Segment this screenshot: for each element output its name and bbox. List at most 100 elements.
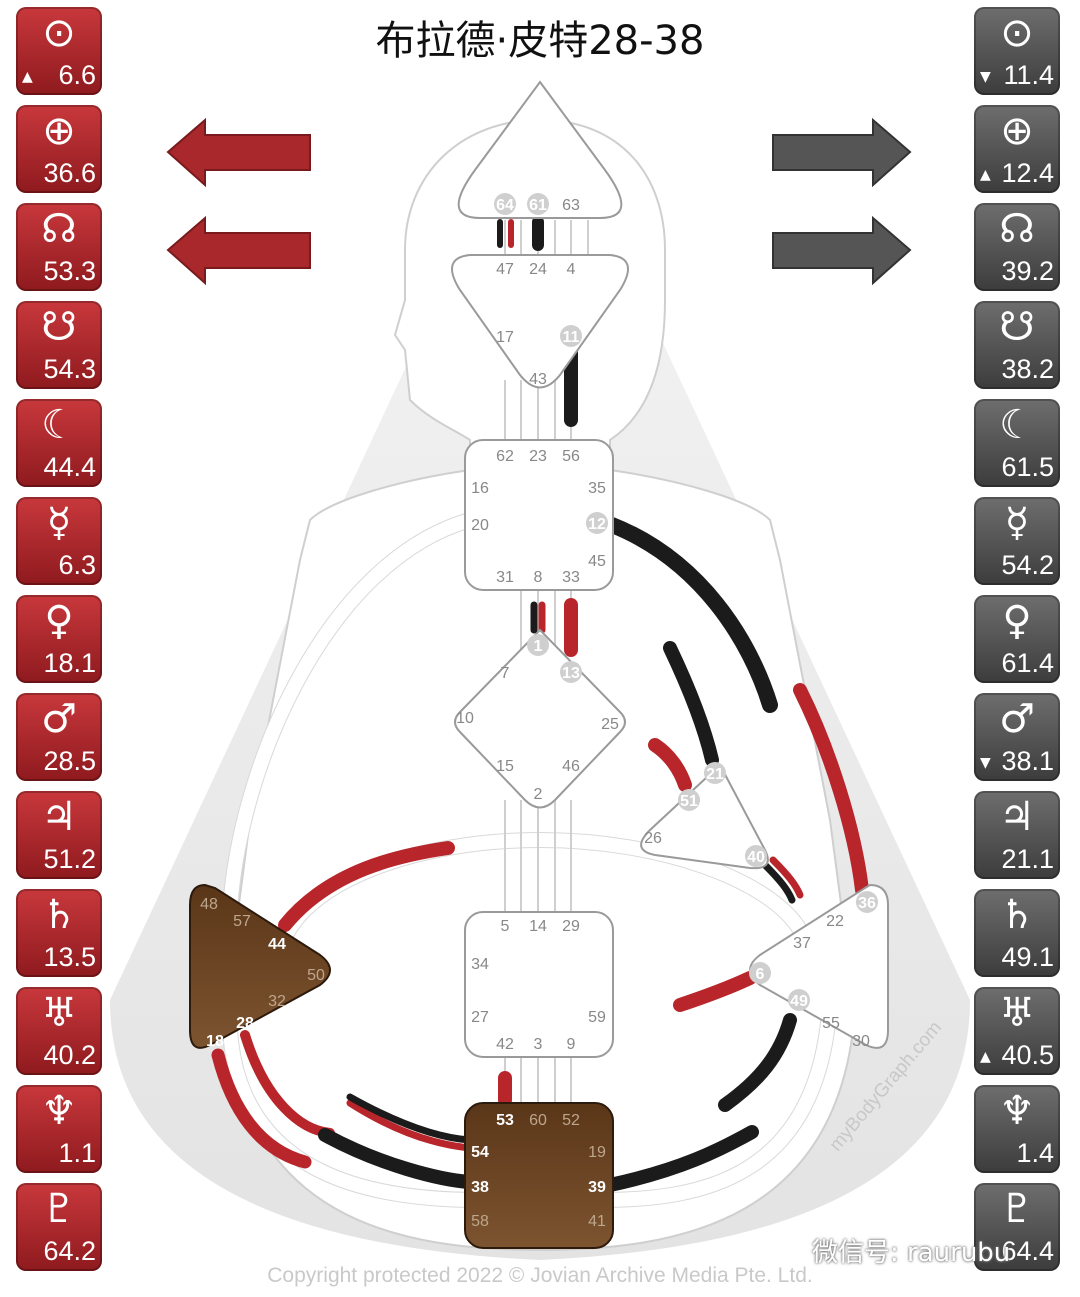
- neptune-icon: ♆: [41, 1088, 77, 1134]
- gate-54: 54: [471, 1144, 489, 1161]
- gate-37: 37: [793, 935, 811, 952]
- gate-8: 8: [534, 569, 543, 586]
- gate-42: 42: [496, 1036, 514, 1053]
- gate-11: 11: [563, 329, 580, 346]
- design-value: 1.1: [58, 1138, 96, 1168]
- uranus-icon: ♅: [41, 990, 77, 1036]
- arrow-up-icon: ▲: [980, 167, 991, 183]
- sacral-center: [464, 911, 614, 1058]
- gate-2: 2: [534, 786, 543, 803]
- channel-54-32-red: [346, 1099, 474, 1152]
- gate-61: 61: [529, 197, 547, 214]
- g-center: [454, 628, 626, 809]
- design-value: 28.5: [43, 746, 96, 776]
- gate-62: 62: [496, 448, 514, 465]
- mercury-icon: ☿: [1004, 500, 1030, 546]
- gate-52: 52: [562, 1112, 580, 1129]
- sun-icon: ⊙: [1000, 10, 1034, 56]
- personality-column: ⊙11.4▼⊕12.4▲☊39.2☋38.2☾61.5☿54.2♀61.4♂38…: [974, 7, 1060, 1281]
- gate-64: 64: [496, 197, 514, 214]
- design-value: 64.2: [43, 1236, 96, 1266]
- gate-51: 51: [680, 793, 698, 810]
- tube-sp-root-inner: [599, 999, 837, 1207]
- gate-18: 18: [206, 1033, 224, 1050]
- head-center: [457, 80, 623, 219]
- gate-58: 58: [471, 1213, 489, 1230]
- channel-44-26-red: [278, 841, 455, 932]
- personality-value: 61.5: [1001, 452, 1054, 482]
- gate-12-marker: 12: [586, 512, 608, 534]
- moon-icon: ☾: [41, 402, 77, 448]
- personality-arrows: [772, 117, 912, 286]
- gate-27: 27: [471, 1009, 489, 1026]
- channel-54-32-black: [346, 1093, 474, 1144]
- gate-22: 22: [826, 913, 844, 930]
- gate-23: 23: [529, 448, 547, 465]
- design-tile-north-node: ☊53.3: [16, 203, 102, 291]
- design-column: ⊙6.6▲⊕36.6☊53.3☋54.3☾44.4☿6.3♀18.1♂28.5♃…: [16, 7, 102, 1281]
- personality-tile-south-node: ☋38.2: [974, 301, 1060, 389]
- personality-arrow-bottom: [772, 215, 912, 286]
- gate-56: 56: [562, 448, 580, 465]
- gate-21-marker: 21: [704, 762, 726, 784]
- personality-tile-saturn: ♄49.1: [974, 889, 1060, 977]
- design-value: 18.1: [43, 648, 96, 678]
- gate-53: 53: [496, 1112, 514, 1129]
- gate-48: 48: [200, 896, 218, 913]
- gate-49-marker: 49: [788, 989, 810, 1011]
- chart-title: 布拉德·皮特28-38: [375, 18, 705, 64]
- channel-6-59: [673, 971, 757, 1012]
- personality-tile-mars: ♂38.1▼: [974, 693, 1060, 781]
- gate-3: 3: [534, 1036, 543, 1053]
- personality-tile-uranus: ♅40.5▲: [974, 987, 1060, 1075]
- channel-28-38-red: [240, 1030, 335, 1138]
- gate-44: 44: [268, 936, 286, 953]
- gate-16: 16: [471, 480, 489, 497]
- gate-6-marker: 6: [749, 962, 771, 984]
- gate-34: 34: [471, 956, 489, 973]
- personality-value: 38.1: [1001, 746, 1054, 776]
- south-node-icon: ☋: [41, 304, 77, 350]
- personality-value: 12.4: [1001, 158, 1054, 188]
- gate-36-marker: 36: [856, 891, 878, 913]
- gate-50: 50: [307, 967, 325, 984]
- copyright-notice: Copyright protected 2022 © Jovian Archiv…: [267, 1264, 813, 1287]
- design-value: 40.2: [43, 1040, 96, 1070]
- gate-11-marker: 11: [560, 325, 582, 347]
- mercury-icon: ☿: [46, 500, 72, 546]
- gate-40-marker: 40: [745, 845, 767, 867]
- design-arrow-bottom: [166, 215, 311, 286]
- tube-spleen-root-inner: [223, 1029, 481, 1207]
- personality-value: 49.1: [1001, 942, 1054, 972]
- channel-49-19-black: [718, 1013, 797, 1112]
- root-center: [464, 1102, 614, 1249]
- personality-arrow-top: [772, 117, 912, 188]
- arrow-down-icon: ▼: [980, 69, 991, 85]
- pluto-icon: ♇: [999, 1186, 1035, 1232]
- personality-value: 64.4: [1001, 1236, 1054, 1266]
- personality-tile-north-node: ☊39.2: [974, 203, 1060, 291]
- gate-59: 59: [588, 1009, 606, 1026]
- earth-icon: ⊕: [42, 108, 76, 154]
- design-value: 6.3: [58, 550, 96, 580]
- gate-6: 6: [756, 966, 765, 983]
- gate-1: 1: [534, 638, 543, 655]
- earth-icon: ⊕: [1000, 108, 1034, 154]
- pluto-icon: ♇: [41, 1186, 77, 1232]
- gate-21: 21: [706, 766, 724, 783]
- neptune-icon: ♆: [999, 1088, 1035, 1134]
- tube-throat-spleen-inner: [223, 513, 472, 911]
- design-tile-jupiter: ♃51.2: [16, 791, 102, 879]
- gate-7: 7: [501, 665, 510, 682]
- spleen-center: [189, 883, 331, 1049]
- north-node-icon: ☊: [41, 206, 77, 252]
- design-tile-venus: ♀ 18.1: [16, 595, 102, 683]
- design-value: 54.3: [43, 354, 96, 384]
- sun-icon: ⊙: [42, 10, 76, 56]
- venus-icon: ♀: [44, 598, 74, 644]
- personality-value: 61.4: [1001, 648, 1054, 678]
- personality-tile-pluto: ♇ 64.4: [974, 1183, 1060, 1271]
- channel-51-25: [648, 738, 692, 792]
- mars-icon: ♂: [41, 696, 77, 742]
- design-tile-pluto: ♇ 64.2: [16, 1183, 102, 1271]
